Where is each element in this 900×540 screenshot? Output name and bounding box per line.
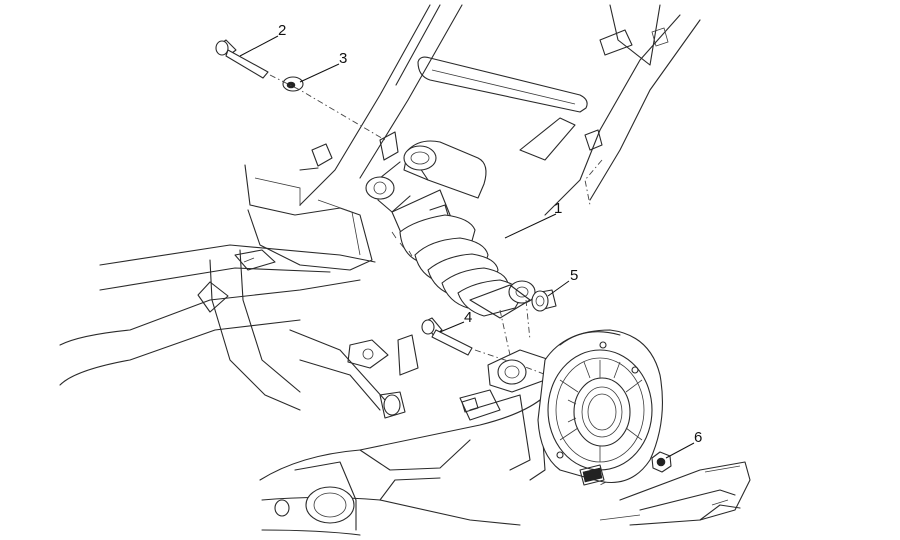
bushing-lower: [531, 289, 557, 312]
callout-5: 5: [570, 267, 578, 284]
callout-2: 2: [278, 22, 286, 39]
bolt-lower: [421, 317, 473, 356]
callout-labels: 2 3 1 5 4 6: [278, 22, 702, 446]
final-drive-hub: [537, 329, 664, 486]
callout-4: 4: [464, 309, 472, 326]
callout-1: 1: [554, 200, 562, 217]
upper-frame: [299, 4, 701, 216]
bolt-upper: [215, 39, 269, 79]
nut: [651, 451, 672, 473]
bushing-upper: [282, 76, 304, 92]
callout-leaders: [239, 35, 695, 459]
callout-3: 3: [339, 50, 347, 67]
shock-absorber: [365, 140, 536, 319]
callout-6: 6: [694, 429, 702, 446]
left-frame: [59, 143, 419, 419]
swingarm: [259, 349, 751, 536]
